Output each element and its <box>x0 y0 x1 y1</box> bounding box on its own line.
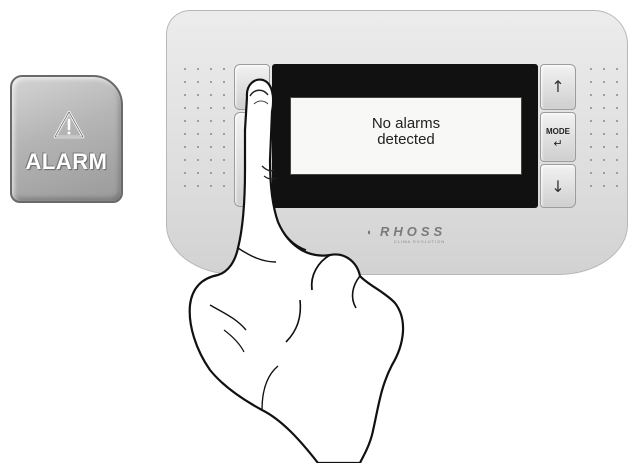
pointing-hand-illustration <box>0 0 630 463</box>
